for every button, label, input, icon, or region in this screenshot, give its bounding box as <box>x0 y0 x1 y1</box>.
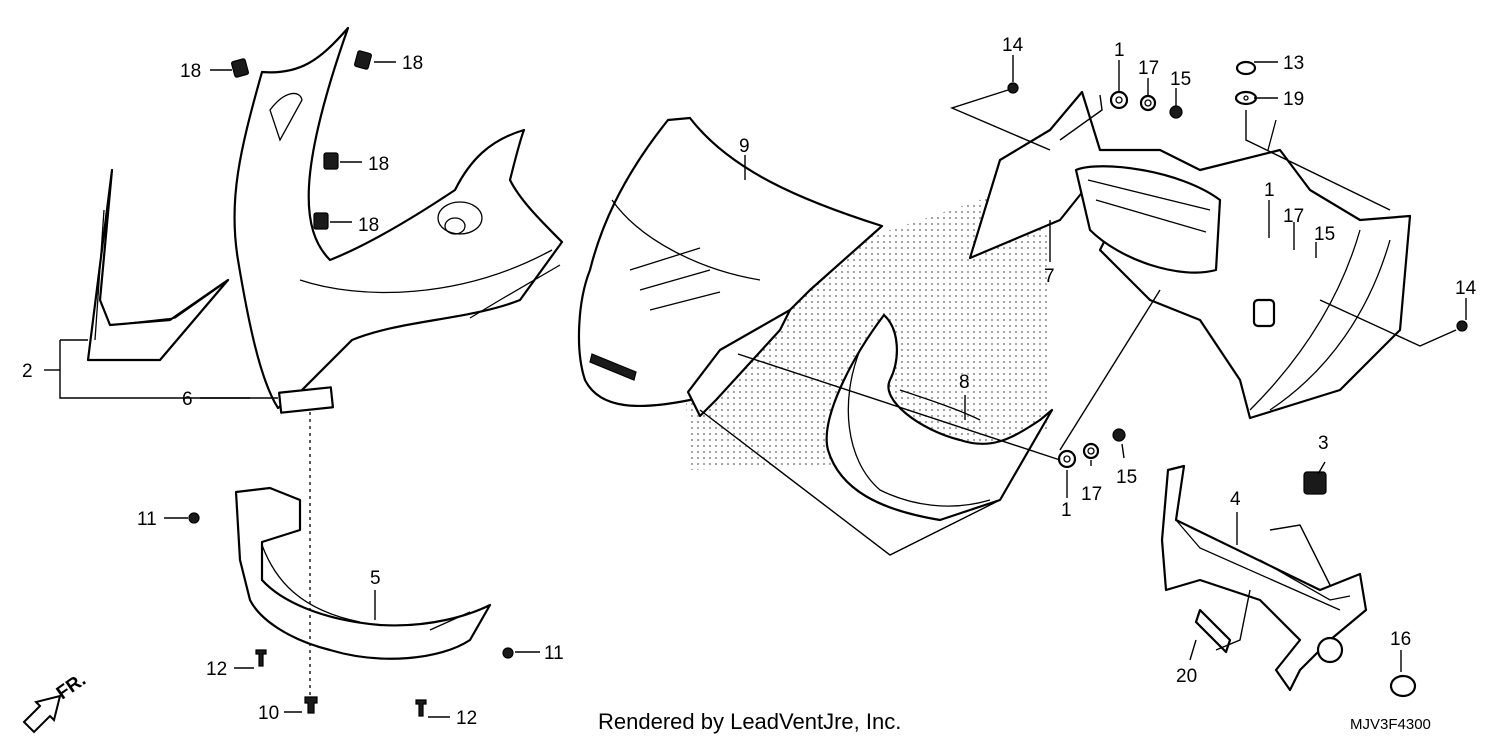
callout-19: 19 <box>1283 89 1304 110</box>
render-credit: Rendered by LeadVentJre, Inc. <box>598 709 902 734</box>
callout-9: 9 <box>739 136 750 157</box>
callout-1: 1 <box>1264 180 1275 201</box>
callout-15: 15 <box>1170 69 1191 90</box>
callout-2: 2 <box>22 361 33 382</box>
part-2-side-cowl <box>86 168 230 362</box>
callout-1: 1 <box>1114 40 1125 61</box>
callout-4: 4 <box>1230 489 1241 510</box>
callout-11: 11 <box>544 643 564 664</box>
callout-18: 18 <box>402 53 423 74</box>
callout-11: 11 <box>137 509 157 530</box>
callout-17: 17 <box>1283 206 1304 227</box>
callout-1: 1 <box>1061 500 1072 521</box>
part-8-inner-panel <box>825 313 1054 522</box>
callout-16: 16 <box>1390 629 1411 650</box>
front-direction-arrow: FR. <box>22 669 90 734</box>
callout-15: 15 <box>1314 224 1335 245</box>
part-9-windscreen <box>577 116 884 418</box>
callout-20: 20 <box>1176 666 1197 687</box>
callout-10: 10 <box>258 703 279 724</box>
callout-18: 18 <box>368 154 389 175</box>
callout-18: 18 <box>358 215 379 236</box>
callout-12: 12 <box>206 659 227 680</box>
part-4-stay-bracket <box>1160 464 1368 692</box>
callout-15: 15 <box>1116 467 1137 488</box>
callout-17: 17 <box>1081 484 1102 505</box>
part-6-upper-cowl <box>233 26 564 414</box>
callout-7: 7 <box>1044 266 1055 287</box>
part-5-under-cowl <box>234 486 492 660</box>
callout-12: 12 <box>456 708 477 729</box>
callout-17: 17 <box>1138 58 1159 79</box>
callout-14: 14 <box>1455 278 1477 299</box>
callout-8: 8 <box>959 372 970 393</box>
callout-labels: 18 18 18 18 2 6 11 11 5 12 12 10 9 8 7 1… <box>22 35 1477 729</box>
callout-14: 14 <box>1002 35 1024 56</box>
callout-18: 18 <box>180 61 201 82</box>
callout-13: 13 <box>1283 53 1304 74</box>
part-18-clips <box>231 50 372 230</box>
part-7-meter-panel <box>968 90 1412 420</box>
leader-lines <box>44 55 1467 718</box>
callout-5: 5 <box>370 568 381 589</box>
callout-3: 3 <box>1318 433 1329 454</box>
callout-6: 6 <box>182 389 193 410</box>
diagram-code: MJV3F4300 <box>1350 716 1431 733</box>
shading-dots <box>680 190 1050 470</box>
